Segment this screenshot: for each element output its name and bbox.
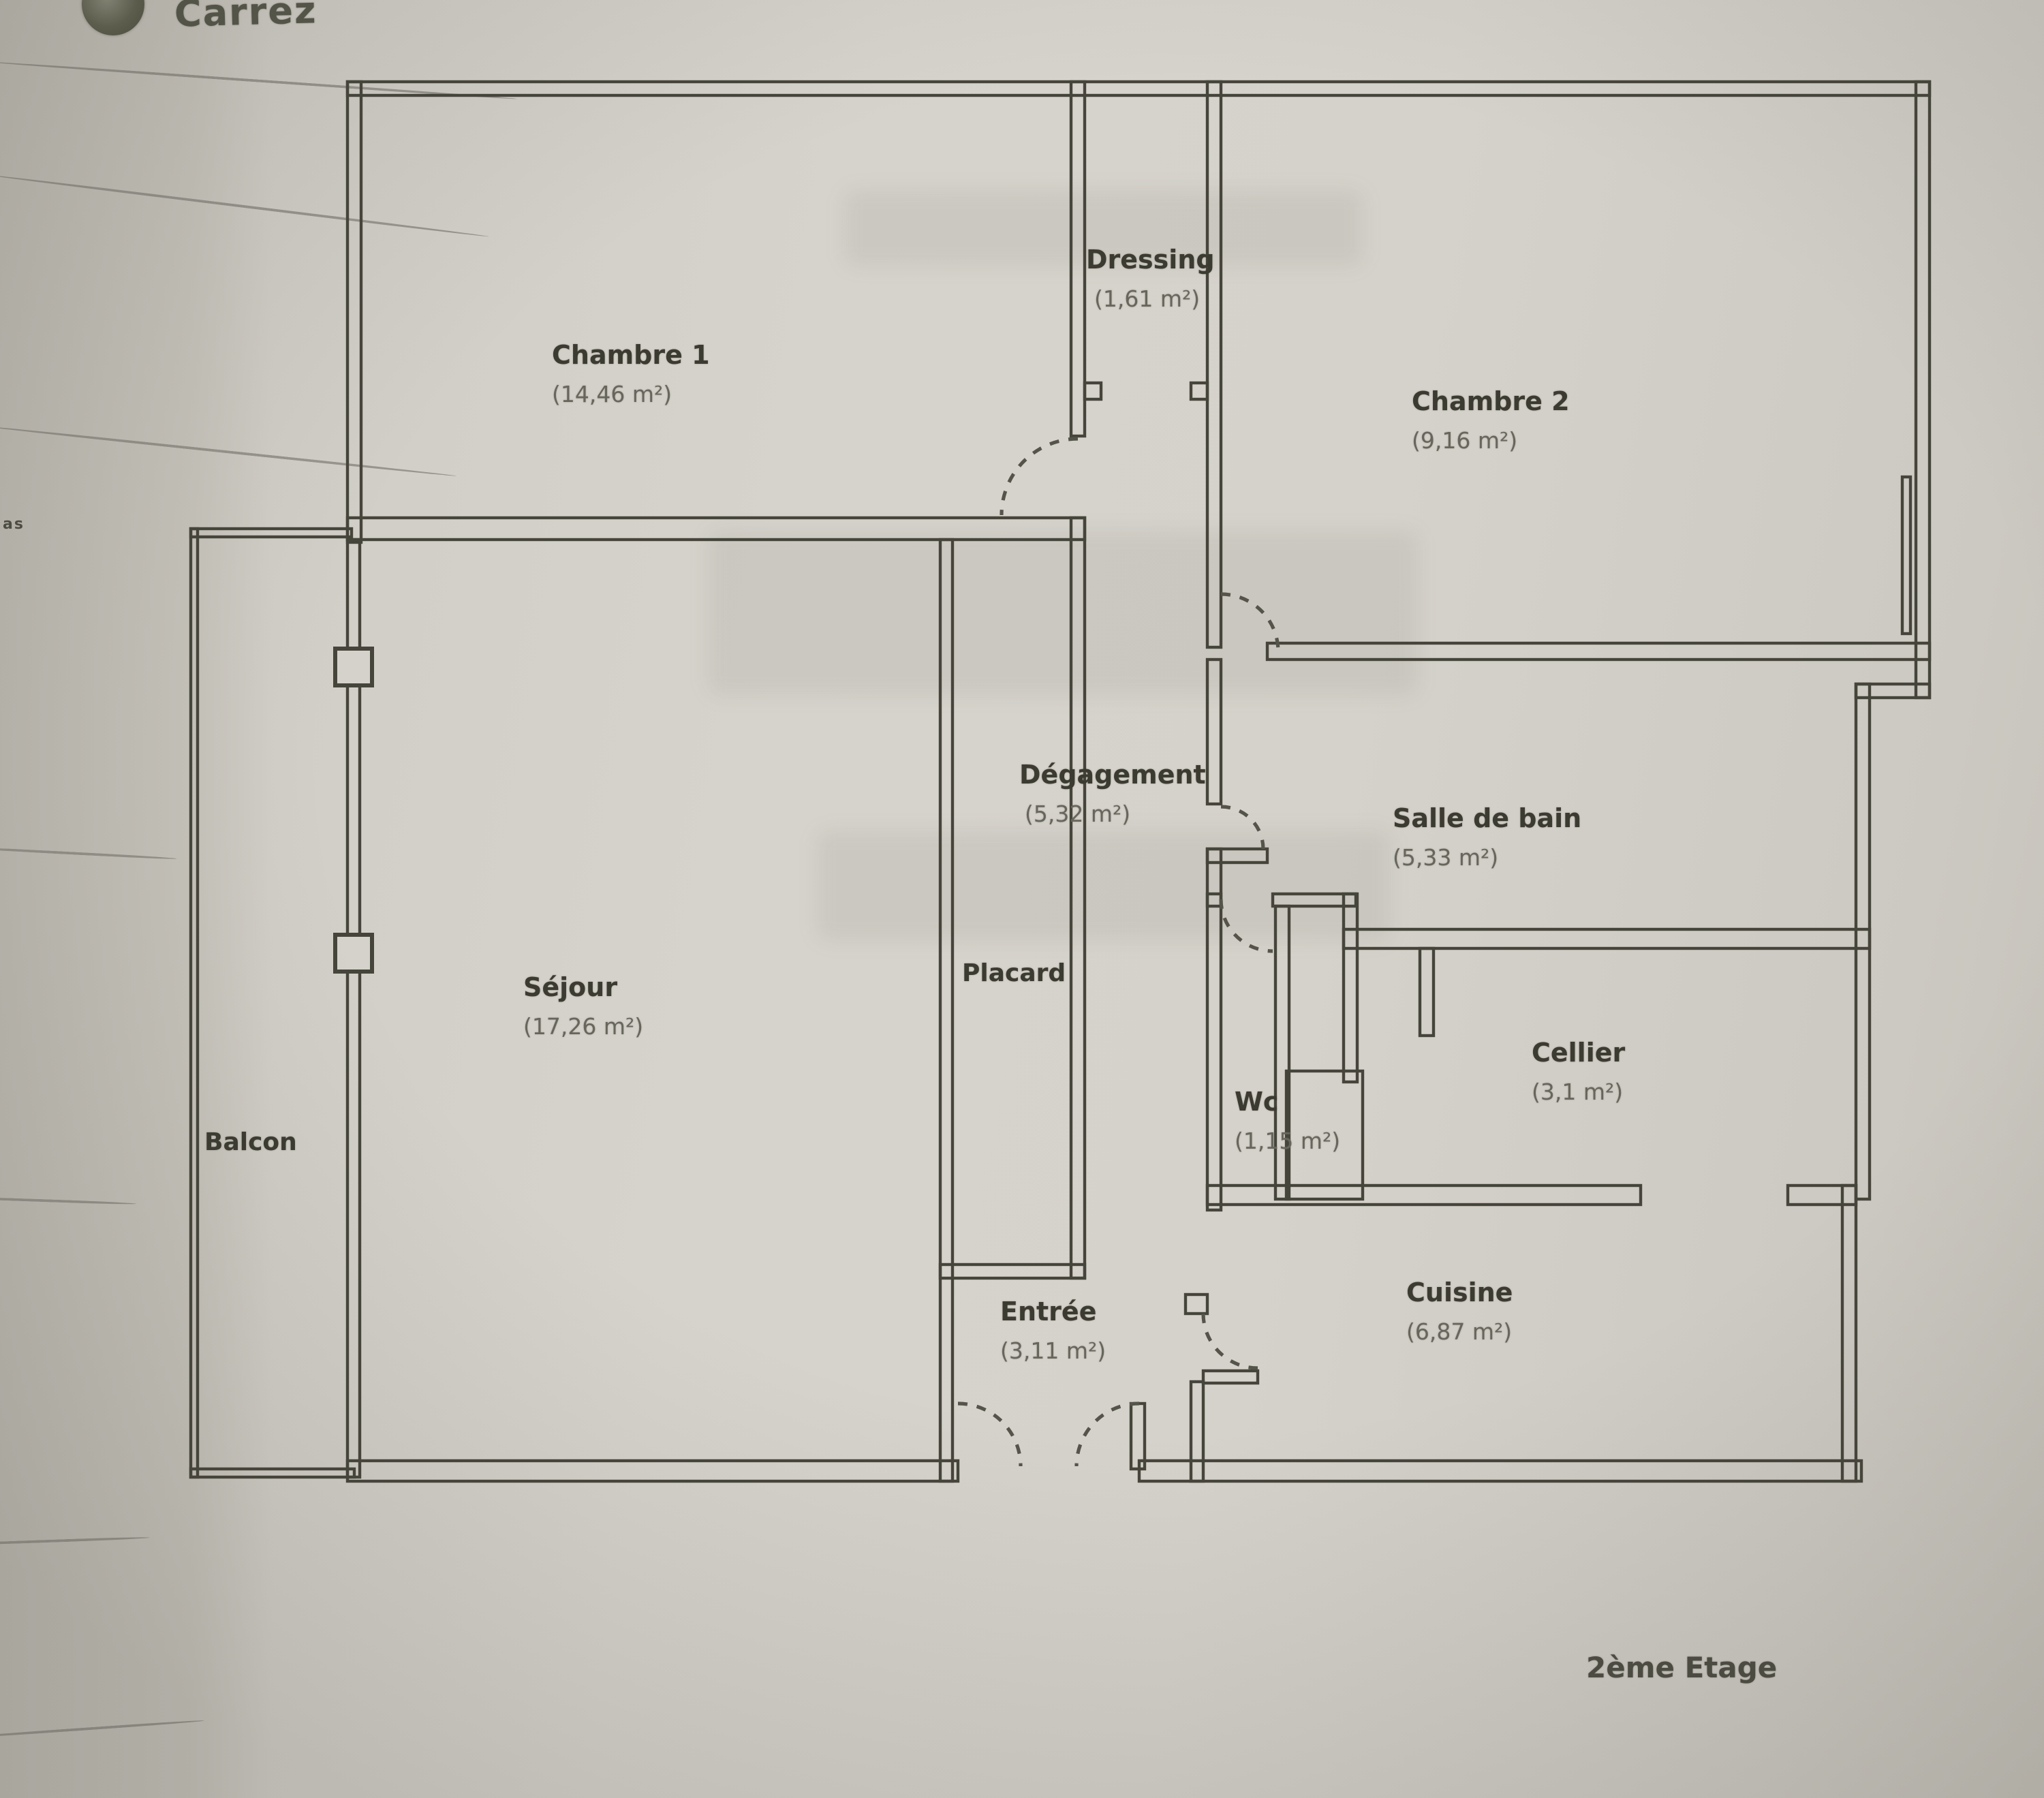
room-name: Chambre 1 (552, 341, 710, 371)
room-area: (3,11 m²) (1000, 1337, 1106, 1364)
room-name: Cuisine (1406, 1278, 1513, 1308)
room-label-sejour: Séjour (17,26 m²) (523, 973, 643, 1042)
room-area: (6,87 m²) (1406, 1318, 1513, 1345)
page-edge-text: as (3, 515, 25, 533)
door-arc (1201, 1313, 1258, 1370)
door-arc (1074, 1401, 1140, 1467)
wall-segment (1205, 847, 1223, 1212)
wall-segment (1284, 1069, 1365, 1201)
wall-segment (1083, 381, 1103, 401)
door-arc (957, 1401, 1023, 1467)
wall-segment (1854, 682, 1872, 1201)
room-area: (3,1 m²) (1532, 1079, 1624, 1105)
wall-segment (1205, 80, 1223, 649)
room-label-chambre2: Chambre 2 (9,16 m²) (1412, 387, 1570, 456)
wall-segment (1342, 927, 1872, 950)
room-area: (1,61 m²) (1094, 285, 1201, 312)
underlying-page-stack (0, 0, 273, 1798)
door-arc (1220, 592, 1280, 652)
room-area: (17,26 m²) (523, 1013, 644, 1040)
wall-segment (938, 1262, 1087, 1280)
bleedthrough-smudge (818, 831, 1390, 940)
window-fixture (333, 647, 374, 687)
room-name: Dressing (1086, 245, 1215, 275)
room-name: Cellier (1532, 1038, 1626, 1068)
room-name: Wc (1235, 1087, 1279, 1117)
wall-segment (1914, 80, 1932, 700)
room-label-salle-de-bain: Salle de bain (5,33 m²) (1393, 804, 1581, 873)
wall-segment (189, 527, 354, 539)
wall-segment (345, 516, 1087, 542)
bleedthrough-smudge (709, 531, 1417, 695)
room-area: (1,15 m²) (1235, 1128, 1341, 1154)
wall-segment (1189, 1380, 1205, 1483)
wall-segment (1854, 682, 1932, 700)
wall-segment (1201, 1369, 1260, 1385)
room-label-balcon: Balcon (204, 1128, 297, 1159)
room-label-cellier: Cellier (3,1 m²) (1532, 1038, 1625, 1107)
room-name: Séjour (523, 973, 618, 1003)
wall-segment (189, 1467, 356, 1479)
wall-segment (345, 80, 363, 544)
room-label-entree: Entrée (3,11 m²) (1000, 1297, 1106, 1366)
bleedthrough-smudge (845, 191, 1363, 266)
door-arc (1000, 437, 1079, 516)
wall-segment (1205, 847, 1269, 865)
room-label-dressing: Dressing (1,61 m²) (1086, 245, 1215, 314)
wall-segment (1900, 475, 1913, 636)
room-label-wc: Wc (1,15 m²) (1235, 1087, 1340, 1156)
wall-segment (1137, 1459, 1863, 1483)
wall-segment (938, 538, 955, 1483)
room-label-cuisine: Cuisine (6,87 m²) (1406, 1278, 1513, 1347)
wall-segment (1205, 657, 1223, 806)
wall-segment (1129, 1401, 1147, 1471)
room-label-degagement: Dégagement (5,32 m²) (1019, 760, 1206, 829)
door-arc (1220, 805, 1265, 850)
floor-label: 2ème Etage (1586, 1652, 1778, 1684)
window-fixture (333, 933, 374, 974)
wall-segment (1205, 892, 1223, 908)
room-area: (5,33 m²) (1393, 844, 1499, 871)
wall-segment (1205, 1183, 1643, 1207)
room-label-chambre1: Chambre 1 (14,46 m²) (552, 341, 710, 409)
room-label-placard: Placard (962, 959, 1066, 990)
room-area: (14,46 m²) (552, 381, 672, 407)
room-area: (5,32 m²) (1025, 801, 1131, 827)
wall-segment (345, 80, 1932, 97)
wall-segment (1189, 381, 1209, 401)
wall-segment (1840, 1183, 1858, 1483)
wall-segment (1183, 1292, 1209, 1316)
wall-segment (1342, 892, 1359, 1084)
room-name: Placard (962, 959, 1066, 988)
room-name: Entrée (1000, 1297, 1097, 1327)
wall-segment (1069, 516, 1087, 1280)
wall-segment (345, 538, 362, 1479)
room-name: Salle de bain (1393, 804, 1582, 834)
wall-segment (189, 527, 200, 1479)
room-name: Balcon (204, 1128, 297, 1157)
wall-segment (345, 1459, 960, 1483)
wall-segment (1265, 641, 1932, 662)
door-arc (1219, 899, 1273, 953)
wall-segment (1069, 80, 1087, 438)
room-name: Dégagement (1019, 760, 1206, 790)
room-name: Chambre 2 (1412, 387, 1570, 417)
wall-segment (1786, 1183, 1858, 1207)
wall-segment (1418, 946, 1436, 1038)
room-area: (9,16 m²) (1412, 427, 1518, 454)
